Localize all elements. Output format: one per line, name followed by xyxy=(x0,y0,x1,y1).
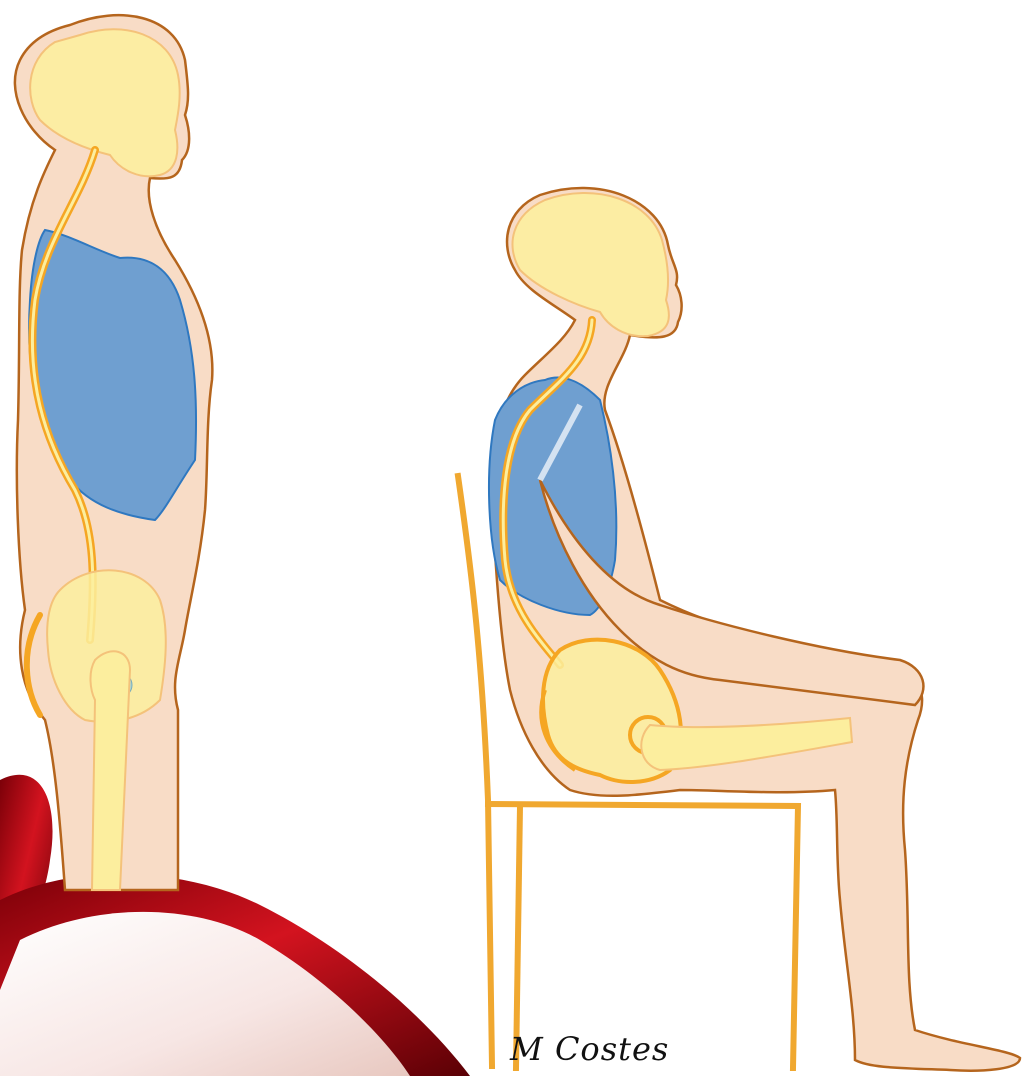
standing-figure xyxy=(15,15,212,890)
seated-body-silhouette xyxy=(492,188,1020,1071)
seated-figure xyxy=(458,188,1020,1071)
artist-signature: M Costes xyxy=(510,1030,669,1068)
